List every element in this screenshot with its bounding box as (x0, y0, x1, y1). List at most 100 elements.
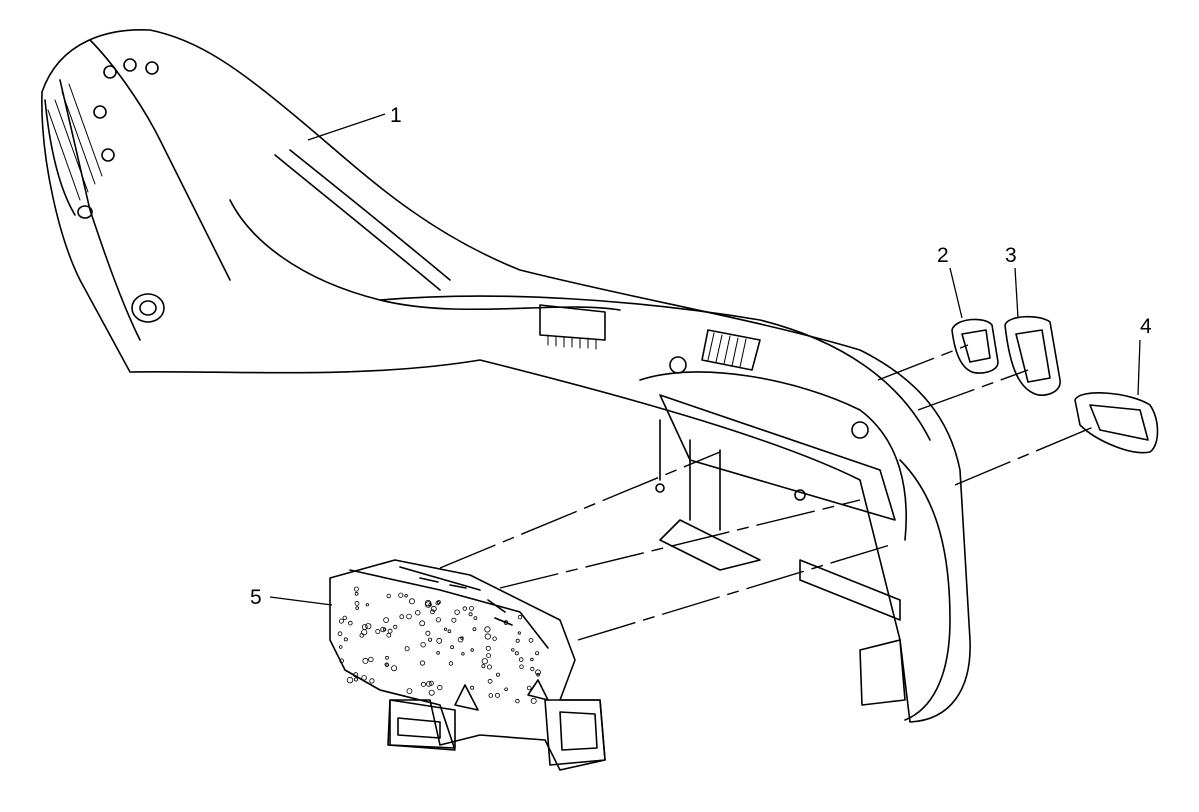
board-component-dot (342, 615, 347, 621)
board-component-dot (468, 612, 473, 617)
board-component-dot (386, 593, 391, 599)
svg-text:5: 5 (250, 586, 262, 609)
board-component-dot (382, 627, 387, 632)
board-component-dot (535, 669, 541, 676)
bezel-insert-small (951, 318, 999, 374)
board-component-dot (435, 617, 441, 623)
callout-2: 2 (937, 244, 963, 319)
board-component-dot (408, 598, 415, 605)
board-component-dot (436, 600, 441, 605)
board-component-dot (419, 620, 426, 627)
board-component-dot (384, 662, 389, 667)
board-component-dot (428, 603, 432, 607)
board-component-dot (443, 627, 448, 631)
board-component-dot (353, 677, 358, 682)
board-component-dot (503, 620, 509, 625)
board-component-dot (398, 592, 404, 598)
board-component-dot (355, 606, 360, 610)
board-component-dot (361, 624, 368, 630)
board-component-dot (437, 684, 443, 691)
board-component-dot (488, 693, 494, 698)
board-component-dot (346, 676, 354, 684)
board-component-dot (399, 614, 405, 620)
board-component-dot (353, 672, 359, 678)
board-component-dot (494, 692, 500, 698)
board-component-dot (530, 666, 535, 672)
board-component-dot (526, 685, 532, 691)
board-component-dot (495, 672, 500, 677)
board-component-dot (487, 678, 493, 684)
board-component-dot (368, 656, 374, 663)
board-component-dot (451, 617, 457, 623)
callout-3: 3 (1005, 244, 1019, 319)
board-component-dot (359, 633, 365, 638)
board-component-dot (530, 657, 534, 662)
board-component-dot (484, 626, 491, 633)
board-component-dot (530, 697, 537, 704)
board-component-dot (365, 623, 372, 630)
svg-text:3: 3 (1005, 244, 1017, 267)
board-component-dot (391, 665, 398, 672)
board-component-dot (436, 637, 443, 644)
board-component-dot (428, 689, 435, 696)
board-component-dot (347, 620, 353, 626)
board-component-dot (424, 599, 432, 607)
board-component-dot (504, 687, 508, 692)
board-component-dot (492, 636, 497, 641)
svg-text:2: 2 (937, 244, 949, 267)
cluster-bezel (41, 28, 971, 723)
board-component-dot (511, 648, 515, 652)
board-component-dot (485, 645, 491, 651)
board-component-dot (430, 605, 437, 612)
board-component-dot (461, 652, 465, 656)
board-component-dot (519, 664, 524, 669)
board-component-dot (528, 638, 534, 643)
board-component-dot (339, 658, 345, 664)
board-component-dot (472, 627, 477, 632)
board-component-dot (486, 664, 492, 670)
svg-text:4: 4 (1140, 315, 1152, 338)
svg-text:1: 1 (390, 104, 402, 127)
board-component-dot (514, 651, 519, 656)
board-component-dot (460, 636, 464, 640)
board-component-dot (365, 603, 369, 607)
board-component-dot (393, 624, 398, 630)
board-component-dot (415, 610, 421, 616)
board-component-dot (515, 698, 520, 704)
bezel-insert-medium (1004, 315, 1061, 396)
board-component-dot (354, 591, 359, 596)
board-component-dot (517, 614, 523, 620)
board-component-dot (343, 637, 348, 642)
board-component-dot (369, 678, 375, 684)
board-component-dot (450, 645, 455, 650)
board-component-dot (420, 642, 426, 648)
board-component-dot (481, 664, 486, 669)
board-component-dot (536, 672, 540, 677)
board-component-dot (338, 645, 343, 649)
board-component-dot (518, 657, 524, 662)
board-component-dot (337, 631, 343, 636)
board-component-dot (404, 594, 408, 598)
board-component-dot (425, 630, 431, 636)
board-component-dot (462, 606, 467, 611)
callout-5: 5 (250, 586, 333, 609)
callout-4: 4 (1137, 315, 1152, 396)
callout-1: 1 (307, 104, 402, 141)
board-component-dot (338, 618, 344, 624)
board-component-dot (481, 658, 488, 665)
board-component-dot (419, 660, 426, 666)
board-component-dot (406, 688, 413, 694)
board-component-dot (428, 637, 433, 642)
board-component-dot (454, 609, 460, 615)
board-component-dot (353, 586, 359, 592)
board-component-dot (375, 629, 381, 635)
board-component-dot (430, 609, 435, 615)
assembly-lines (439, 344, 1099, 641)
board-component-dot (470, 648, 474, 652)
board-component-dot (517, 631, 521, 635)
board-component-dot (387, 628, 393, 634)
board-component-dot (484, 633, 491, 640)
board-component-dot (404, 646, 410, 652)
bezel-insert-large (1074, 392, 1159, 454)
